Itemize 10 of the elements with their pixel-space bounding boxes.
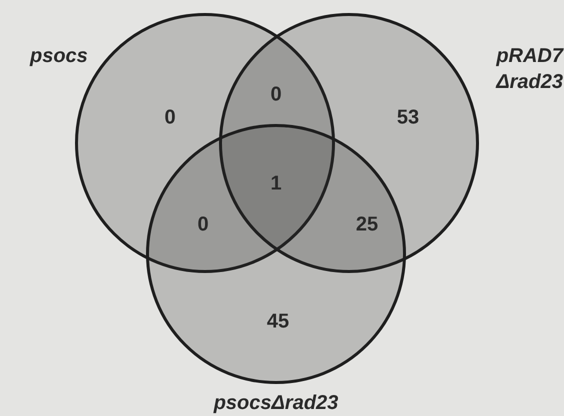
set-label: pRAD7 Δrad23 (494, 44, 563, 95)
set-label: psocsΔrad23 (212, 391, 340, 416)
region-count: 0 (270, 84, 282, 106)
region-count: 1 (270, 172, 282, 196)
region-count: 0 (164, 106, 176, 130)
region-count: 0 (197, 214, 209, 236)
set-label: psocs (30, 44, 89, 69)
region-count: 53 (396, 106, 420, 130)
region-count: 45 (266, 310, 290, 334)
region-count: 25 (356, 214, 378, 236)
